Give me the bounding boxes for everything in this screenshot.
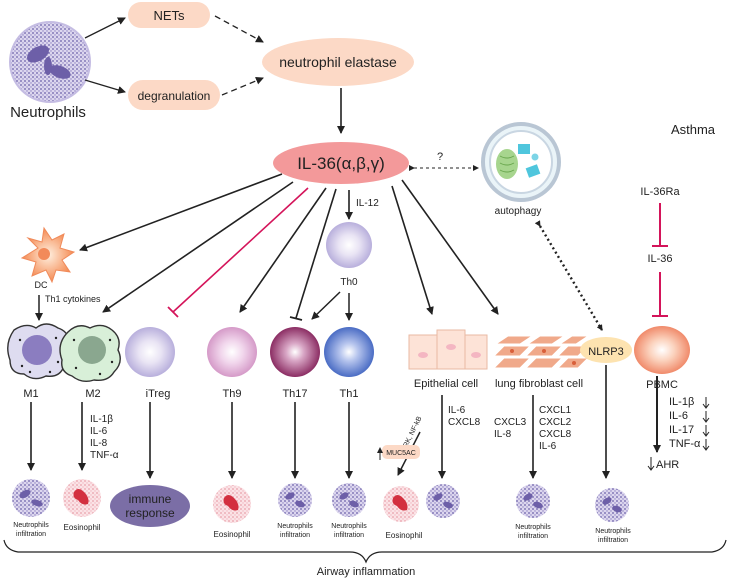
pbmc-cytokine-1: IL-6	[669, 410, 688, 422]
th9-label: Th9	[223, 388, 242, 400]
epi-cytokine-1: CXCL8	[448, 417, 481, 428]
neutrophil-elastase-node	[262, 38, 414, 86]
fib-cytokine-right-2: CXCL8	[539, 429, 572, 440]
pbmc-label: PBMC	[646, 379, 678, 391]
m2-label: M2	[85, 388, 100, 400]
neut-infil-5-line1: Neutrophils	[515, 524, 551, 531]
pbmc-cytokine-2: IL-17	[669, 424, 694, 436]
neutrophil-icon-3	[332, 483, 366, 517]
neut-infil-1-line2: infiltration	[16, 531, 46, 538]
itreg-cell-icon	[125, 327, 175, 377]
neutrophils-label: Neutrophils	[10, 104, 86, 121]
immune-response-line2: response	[125, 506, 175, 520]
m2-cytokine-0: IL-1β	[90, 414, 113, 425]
ahr-label: AHR	[656, 459, 679, 471]
m1-cell-icon	[7, 323, 71, 380]
neutrophil-icon-1	[12, 479, 50, 517]
autophagy-label: autophagy	[495, 206, 542, 217]
pbmc-down-arrows	[702, 397, 710, 451]
degranulation-node	[128, 80, 220, 110]
m1-label: M1	[23, 388, 38, 400]
neut-infil-2-line2: infiltration	[280, 532, 310, 539]
nlrp3-label: NLRP3	[588, 346, 623, 358]
th1-cell-icon	[324, 327, 374, 377]
asthma-label: Asthma	[671, 122, 716, 137]
neut-infil-5-line2: infiltration	[518, 533, 548, 540]
neut-infil-3-line2: infiltration	[334, 532, 364, 539]
neut-infil-2-line1: Neutrophils	[277, 523, 313, 530]
pbmc-cell-icon	[634, 326, 690, 374]
pbmc-cytokine-0: IL-1β	[669, 396, 694, 408]
m2-cytokine-1: IL-6	[90, 426, 108, 437]
th0-cell-icon	[326, 222, 372, 268]
airway-inflammation-label: Airway inflammation	[317, 566, 415, 578]
fibroblast-label: lung fibroblast cell	[495, 378, 583, 390]
neut-infil-1-line1: Neutrophils	[13, 522, 49, 529]
fib-cytokine-left-0: CXCL3	[494, 417, 527, 428]
fib-cytokine-right-1: CXCL2	[539, 417, 572, 428]
dc-label: DC	[35, 280, 48, 290]
fib-cytokine-right-3: IL-6	[539, 441, 557, 452]
neut-infil-6-line1: Neutrophils	[595, 528, 631, 535]
itreg-label: iTreg	[146, 388, 171, 400]
th9-cell-icon	[207, 327, 257, 377]
il36ra-label: IL-36Ra	[640, 186, 680, 198]
bottom-bracket	[3, 539, 727, 564]
eosinophil-label-3: Eosinophil	[386, 531, 423, 540]
question-mark: ?	[437, 151, 443, 163]
neut-infil-3-line1: Neutrophils	[331, 523, 367, 530]
m2-cell-icon	[59, 324, 121, 383]
fibroblast-cell-icon	[492, 335, 590, 369]
autophagy-icon	[481, 122, 561, 202]
eosinophil-icon-3	[383, 486, 419, 522]
neutrophil-elastase-label: neutrophil elastase	[279, 54, 397, 70]
neutrophil-icon-5	[516, 484, 550, 518]
eosinophil-label-2: Eosinophil	[214, 530, 251, 539]
fib-cytokine-right-0: CXCL1	[539, 405, 572, 416]
m2-cytokine-2: IL-8	[90, 438, 108, 449]
muc5ac-node	[382, 445, 420, 459]
nlrp3-node	[580, 337, 632, 363]
degranulation-label: degranulation	[138, 89, 211, 103]
nets-label: NETs	[153, 8, 185, 23]
neutrophil-icon-6	[595, 488, 629, 522]
eosinophil-icon-2	[213, 485, 251, 523]
immune-response-node	[110, 485, 190, 527]
fib-cytokine-left-1: IL-8	[494, 429, 512, 440]
neut-infil-6-line2: infiltration	[598, 537, 628, 544]
th17-cell-icon	[270, 327, 320, 377]
nets-node	[128, 2, 210, 28]
th17-label: Th17	[282, 388, 307, 400]
muc5ac-label: MUC5AC	[386, 450, 416, 457]
eosinophil-icon-1	[63, 479, 101, 517]
epithelial-label: Epithelial cell	[414, 378, 478, 390]
eosinophil-label-1: Eosinophil	[64, 523, 101, 532]
epithelial-cell-icon	[408, 329, 488, 370]
il36-small-label: IL-36	[647, 253, 672, 265]
immune-response-line1: immune	[129, 492, 172, 506]
il36-node	[273, 142, 409, 184]
th1-cytokines-label: Th1 cytokines	[45, 294, 101, 304]
neutrophil-icon-2	[278, 483, 312, 517]
il12-label: IL-12	[356, 198, 379, 209]
th0-label: Th0	[340, 277, 358, 288]
neutrophil-cell-icon	[9, 21, 91, 103]
epi-cytokine-0: IL-6	[448, 405, 466, 416]
th1-label: Th1	[340, 388, 359, 400]
m2-cytokine-3: TNF-α	[90, 450, 119, 461]
pbmc-cytokine-3: TNF-α	[669, 438, 701, 450]
dc-cell-icon	[20, 226, 76, 284]
neutrophil-icon-4	[426, 484, 460, 518]
il36-label: IL-36(α,β,γ)	[297, 154, 385, 173]
